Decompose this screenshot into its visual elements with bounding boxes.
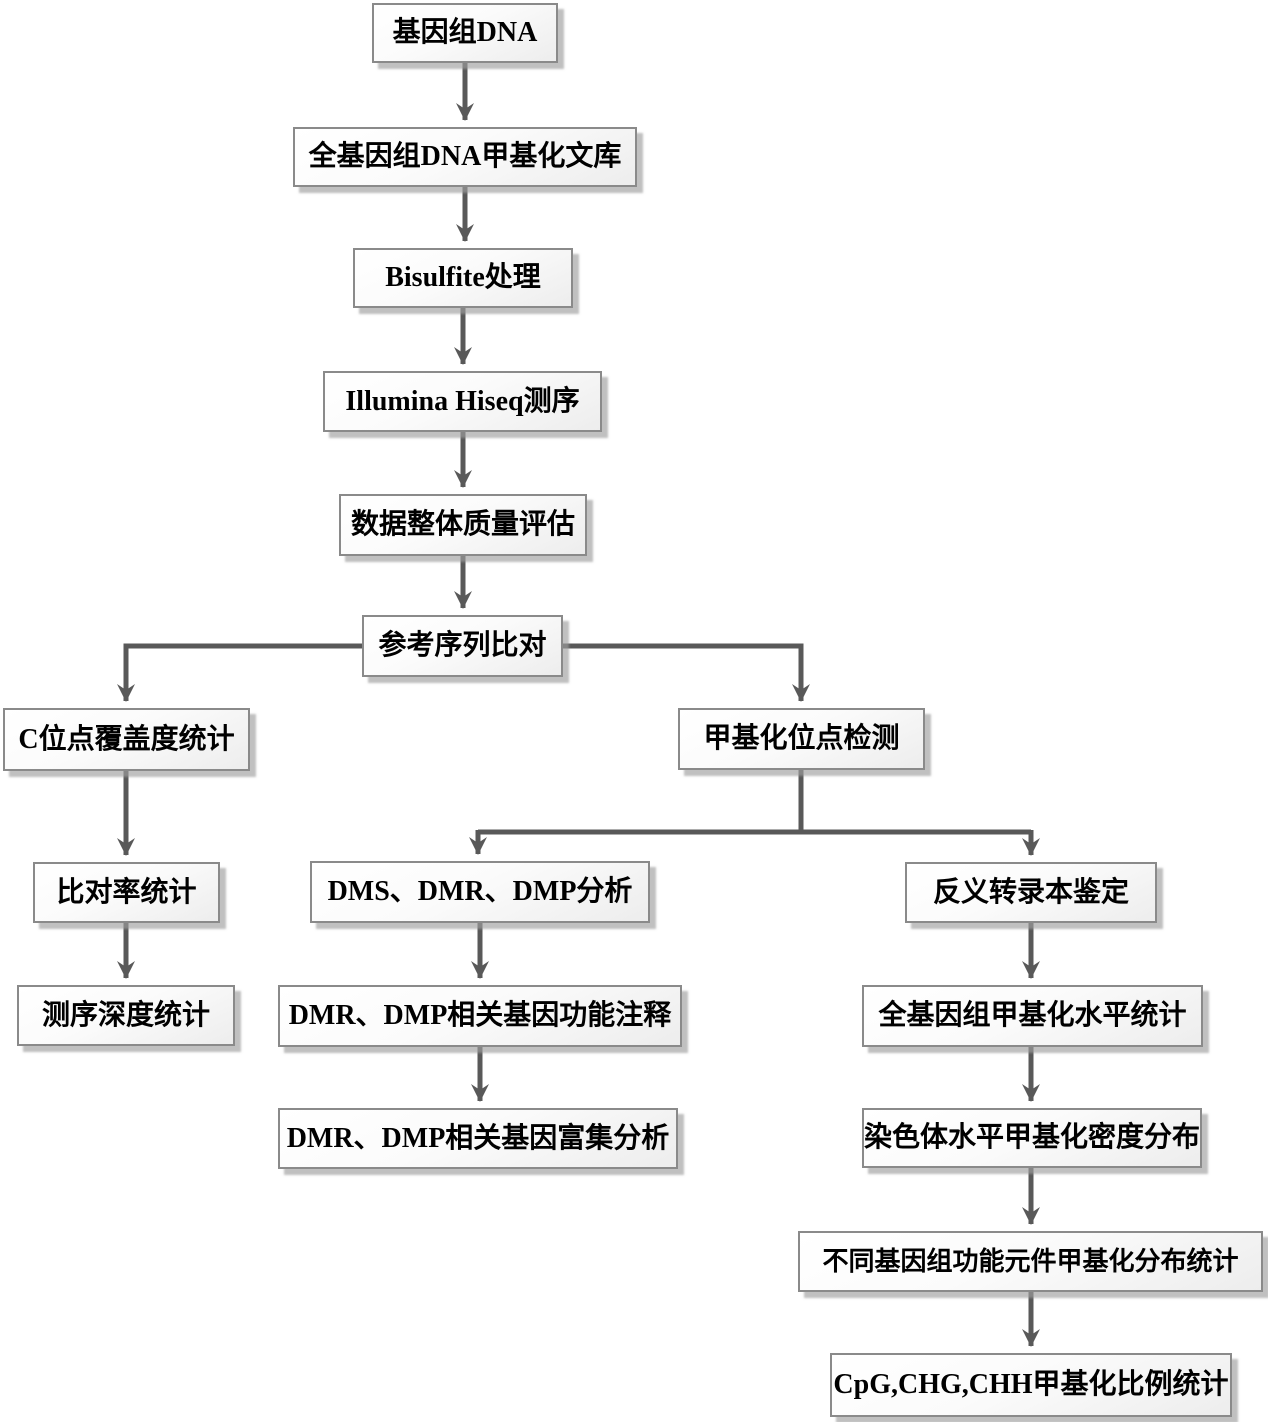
node-data-quality-assessment: 数据整体质量评估 [339,494,587,556]
node-wgbs-library: 全基因组DNA甲基化文库 [293,127,637,187]
node-cpg-chg-chh-ratio-stats: CpG,CHG,CHH甲基化比例统计 [830,1353,1232,1417]
node-dms-dmr-dmp-analysis: DMS、DMR、DMP分析 [310,861,650,923]
edge-align-to-coverage [117,643,362,702]
node-reference-alignment: 参考序列比对 [362,615,563,677]
node-alignment-rate-stats: 比对率统计 [33,862,220,923]
node-functional-element-methylation-stats: 不同基因组功能元件甲基化分布统计 [798,1231,1263,1292]
node-dmr-dmp-gene-enrichment-analysis: DMR、DMP相关基因富集分析 [278,1108,678,1169]
node-illumina-hiseq-sequencing: Illumina Hiseq测序 [323,371,602,432]
node-c-site-coverage-stats: C位点覆盖度统计 [3,708,250,771]
node-chromosome-methylation-density: 染色体水平甲基化密度分布 [862,1108,1202,1168]
node-methylation-site-detection: 甲基化位点检测 [678,708,925,770]
node-sequencing-depth-stats: 测序深度统计 [17,985,235,1046]
node-bisulfite-treatment: Bisulfite处理 [353,248,573,308]
node-genome-methylation-level-stats: 全基因组甲基化水平统计 [862,985,1203,1047]
node-genomic-dna: 基因组DNA [372,3,558,63]
node-dmr-dmp-gene-function-annotation: DMR、DMP相关基因功能注释 [278,985,682,1047]
edge-align-to-methylsite [563,643,810,702]
node-antisense-transcript-identification: 反义转录本鉴定 [905,862,1157,923]
